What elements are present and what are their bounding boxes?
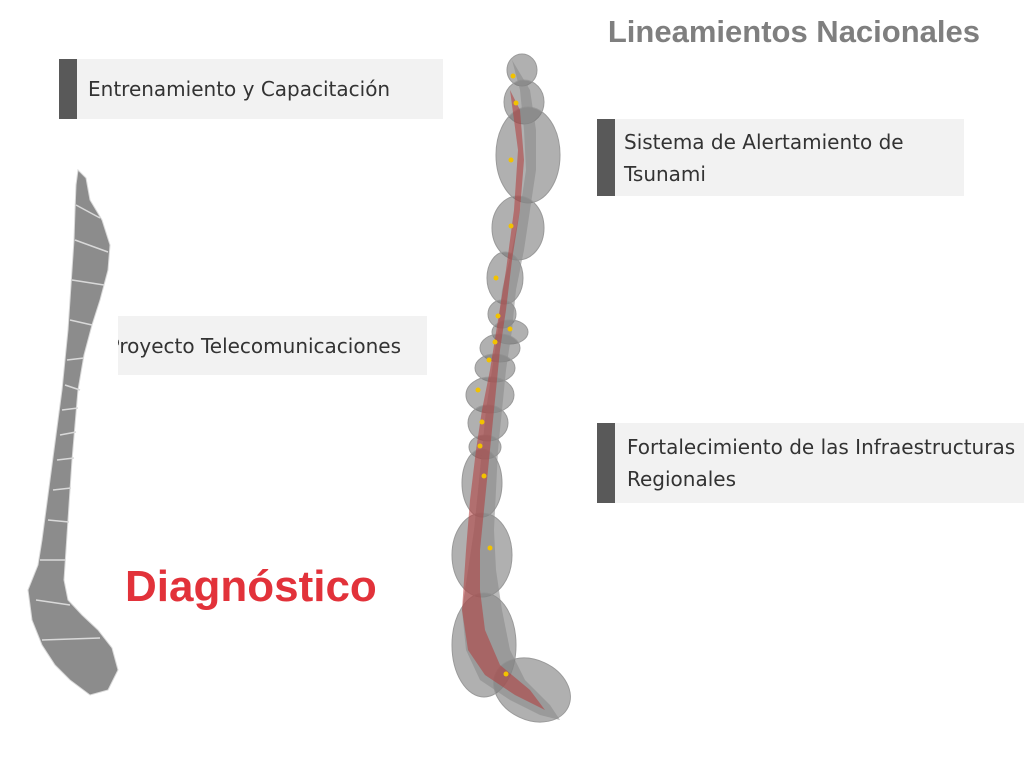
hazard-zones bbox=[462, 90, 545, 710]
tsunami-alert-label: Sistema de Alertamiento de Tsunami bbox=[624, 129, 904, 186]
tsunami-alert-box: Sistema de Alertamiento de Tsunami bbox=[597, 119, 964, 196]
infrastructure-label: Fortalecimiento de las Infraestructuras … bbox=[627, 435, 1016, 491]
infrastructure-box: Fortalecimiento de las Infraestructuras … bbox=[597, 423, 1024, 503]
training-label: Entrenamiento y Capacitación bbox=[88, 77, 391, 101]
telecom-project-box: Proyecto Telecomunicaciones bbox=[118, 316, 427, 375]
region-borders bbox=[35, 204, 109, 641]
training-box: Entrenamiento y Capacitación bbox=[59, 59, 443, 119]
zone-markers bbox=[475, 73, 519, 677]
box-accent-bar bbox=[59, 59, 77, 119]
chile-map-left bbox=[27, 168, 119, 696]
box-accent-bar bbox=[597, 119, 615, 196]
slide-title: Lineamientos Nacionales bbox=[607, 14, 980, 49]
box-accent-bar bbox=[597, 423, 615, 503]
chile-silhouette-right bbox=[462, 60, 560, 720]
telecom-project-label: Proyecto Telecomunicaciones bbox=[118, 333, 401, 358]
diagnostic-heading: Diagnóstico bbox=[125, 562, 377, 611]
chile-zones-map bbox=[451, 53, 571, 723]
